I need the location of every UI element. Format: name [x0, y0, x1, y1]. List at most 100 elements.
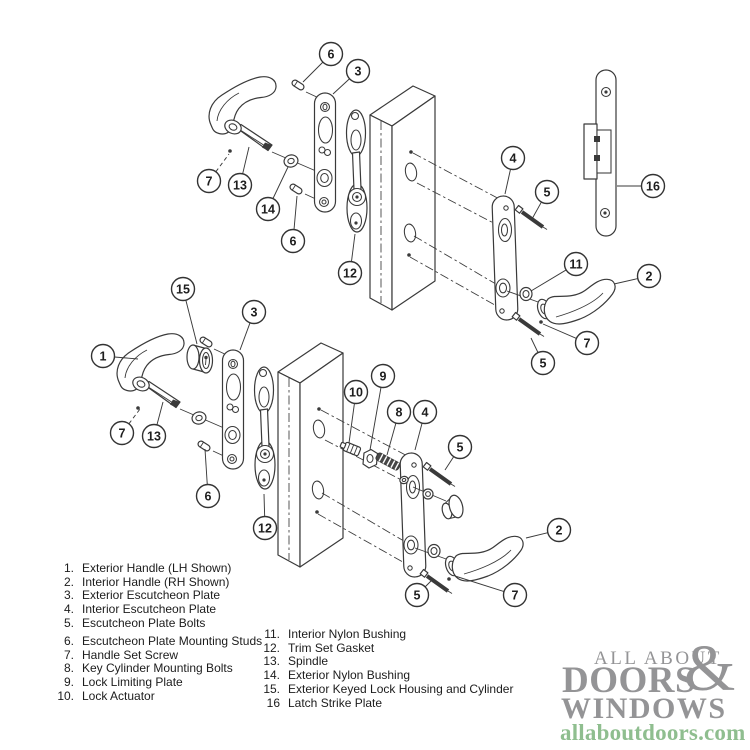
- part-number: 2.: [63, 574, 74, 589]
- callout-label-7: 7: [119, 427, 126, 441]
- part-number: 9.: [63, 675, 74, 690]
- callout-4: [412, 399, 438, 425]
- callout-label-5: 5: [457, 441, 464, 455]
- callout-14: [255, 196, 281, 222]
- callout-leader-6: [302, 61, 324, 83]
- callout-leader-7: [542, 323, 577, 339]
- callout-label-15: 15: [176, 283, 190, 297]
- part-label: Exterior Handle (LH Shown): [82, 561, 232, 575]
- callout-leader-5: [531, 201, 542, 220]
- part-number: 14.: [263, 668, 280, 683]
- parts-list-column-2: 11. Interior Nylon Bushing 12. Trim Set Gas…: [256, 627, 514, 711]
- lock-actuator: [339, 441, 362, 457]
- part-label: Exterior Keyed Lock Housing and Cylinder: [288, 681, 514, 696]
- callout-leader-10: [348, 403, 355, 444]
- callout-label-7: 7: [206, 175, 213, 189]
- callout-label-9: 9: [380, 370, 387, 384]
- parts-list-item-13: 13.Spindle: [256, 655, 513, 669]
- callout-11: [563, 251, 589, 277]
- callout-label-6: 6: [205, 490, 212, 504]
- callout-12: [252, 515, 278, 541]
- part-number: 12.: [263, 640, 280, 655]
- callout-1: [90, 343, 116, 369]
- part-number: 10.: [57, 688, 74, 703]
- callout-5: [534, 179, 560, 205]
- part-label: Spindle: [288, 654, 329, 669]
- callout-6: [195, 483, 221, 509]
- parts-list-item-10: 10.Lock Actuator: [50, 688, 262, 704]
- callout-label-3: 3: [355, 65, 362, 79]
- part-number: 6.: [63, 634, 74, 649]
- assembly-bottom: [115, 331, 526, 596]
- lock-housing-and-cylinder: [186, 344, 214, 374]
- part-number: 3.: [63, 588, 74, 603]
- callout-7: [502, 582, 528, 608]
- callout-leader-7: [454, 575, 505, 592]
- callout-leader-14: [272, 166, 289, 199]
- parts-list-item-8: 8.Key Cylinder Mounting Bolts: [50, 662, 262, 676]
- callout-label-11: 11: [569, 258, 582, 272]
- callout-2: [636, 263, 662, 289]
- callout-leader-6: [204, 448, 208, 485]
- callout-label-2: 2: [646, 270, 653, 284]
- callout-label-13: 13: [233, 179, 247, 193]
- part-number: 8.: [63, 661, 74, 676]
- part-number: 4.: [63, 602, 74, 617]
- callout-label-14: 14: [261, 203, 275, 217]
- parts-list-item-6: 6. Escutcheon Plate Mounting Studs: [50, 634, 263, 649]
- callout-13: [141, 423, 167, 449]
- callout-leader-7: [128, 408, 141, 425]
- callout-leader-13: [156, 401, 164, 426]
- logo-windows: WINDOWS: [561, 692, 727, 725]
- callout-6: [280, 228, 306, 254]
- callout-label-3: 3: [251, 306, 258, 320]
- callout-5: [404, 582, 430, 608]
- callout-leader-8: [386, 422, 397, 456]
- callout-label-7: 7: [512, 589, 519, 603]
- parts-list-item-14: 14.Exterior Nylon Bushing: [256, 668, 513, 683]
- part-label: Interior Nylon Bushing: [288, 627, 407, 641]
- parts-list-item-1: 1.Exterior Handle (LH Shown): [50, 561, 262, 576]
- part-label: Escutcheon Plate Mounting Studs: [82, 634, 263, 649]
- callout-leader-5: [530, 337, 539, 353]
- part-label: Lock Limiting Plate: [82, 675, 183, 690]
- callout-13: [227, 172, 253, 198]
- part-number: 11.: [264, 627, 280, 641]
- callout-12: [337, 260, 363, 286]
- callout-label-13: 13: [147, 430, 161, 444]
- callout-label-2: 2: [556, 524, 563, 538]
- parts-list-item-3: 3.Exterior Escutcheon Plate: [50, 589, 262, 603]
- callout-leader-12: [350, 233, 356, 262]
- logo-doors: DOORS: [562, 660, 697, 701]
- lock-limiting-plate: [362, 448, 379, 469]
- callout-label-16: 16: [646, 180, 660, 194]
- washer: [399, 475, 409, 485]
- callout-label-10: 10: [349, 386, 363, 400]
- part-label: Escutcheon Plate Bolts: [82, 615, 206, 630]
- callout-9: [370, 363, 396, 389]
- parts-list-item-15: 15.Exterior Keyed Lock Housing and Cylin…: [256, 681, 514, 697]
- callout-15: [170, 276, 196, 302]
- part-number: 7.: [63, 647, 74, 662]
- parts-list-item-11: 11. Interior Nylon Bushing: [256, 627, 513, 642]
- logo-website: allaboutdoors.com: [560, 720, 746, 745]
- parts-list-item-2: 2. Interior Handle (RH Shown): [50, 574, 262, 590]
- callout-5: [530, 350, 556, 376]
- callout-leader-2: [525, 532, 548, 539]
- callout-leader-4: [414, 423, 423, 451]
- part-label: Interior Handle (RH Shown): [82, 574, 230, 589]
- callout-leader-3: [332, 78, 350, 95]
- callout-leader-5: [444, 456, 455, 471]
- callout-label-6: 6: [328, 48, 335, 62]
- callout-7: [196, 168, 222, 194]
- callout-leader-9: [369, 387, 382, 451]
- part-label: Handle Set Screw: [82, 647, 179, 662]
- callout-leader-2: [613, 278, 638, 285]
- callout-7: [574, 330, 600, 356]
- parts-list-item-12: 12. Trim Set Gasket: [256, 640, 513, 656]
- part-label: Trim Set Gasket: [288, 640, 375, 655]
- callout-5: [447, 434, 473, 460]
- callout-leader-6: [293, 195, 298, 230]
